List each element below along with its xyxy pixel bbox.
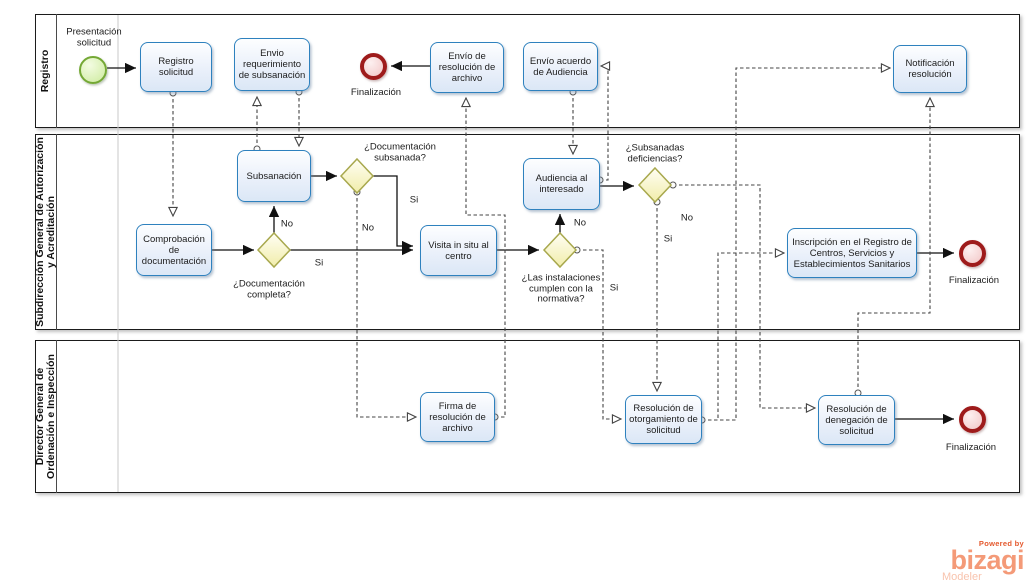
task-subsanacion[interactable]: Subsanación [237, 150, 311, 202]
lane-label-subdireccion: Subdirección General de Autorización y A… [34, 134, 57, 330]
start-event-label: Presentación solicitud [66, 26, 122, 48]
gateway-label-documentacion-completa: ¿Documentación completa? [233, 278, 305, 300]
msg-denegacion-to-notificacion [857, 98, 930, 393]
edge-label-completa-no: No [280, 218, 294, 230]
task-comprobacion-documentacion[interactable]: Comprobación de documentación [136, 224, 212, 276]
edge-label-subsanada-no: No [361, 222, 375, 234]
gateway-instalaciones-normativa[interactable] [542, 231, 578, 269]
task-visita-in-situ[interactable]: Visita in situ al centro [420, 225, 497, 276]
edge-label-completa-si: Si [314, 257, 324, 269]
task-envio-acuerdo-audiencia[interactable]: Envío acuerdo de Audiencia [523, 42, 598, 91]
msg-otorgamiento-to-notificacion [702, 68, 890, 421]
task-envio-requerimiento-subsanacion[interactable]: Envio requerimiento de subsanación [234, 38, 310, 91]
gateway-documentacion-subsanada[interactable] [339, 157, 375, 195]
end-event-inscripcion[interactable] [959, 240, 986, 267]
msg-gw-instalaciones-si-to-otorgamiento [577, 249, 621, 419]
gateway-documentacion-completa[interactable] [256, 231, 292, 269]
msg-otorgamiento-to-inscripcion [702, 253, 784, 421]
task-resolucion-otorgamiento[interactable]: Resolución de otorgamiento de solicitud [625, 395, 702, 444]
flow-gw-subsanada-si-to-visita [373, 175, 413, 252]
edge-label-instalaciones-si: Si [609, 282, 619, 294]
task-envio-resolucion-archivo[interactable]: Envío de resolución de archivo [430, 42, 504, 93]
edge-label-subsanadas-si: Si [663, 233, 673, 245]
end-event-denegacion[interactable] [959, 406, 986, 433]
msg-audiencia-to-acuerdo [600, 66, 608, 181]
end-event-registro[interactable] [360, 53, 387, 80]
start-event-presentacion-solicitud[interactable] [79, 56, 107, 84]
edge-label-subsanada-si: Si [409, 194, 419, 206]
task-resolucion-denegacion[interactable]: Resolución de denegación de solicitud [818, 395, 895, 445]
gateway-label-subsanadas-deficiencias: ¿Subsanadas deficiencias? [625, 142, 685, 164]
logo-powered-by-text: Powered by [978, 539, 1024, 548]
msg-firma-to-envio-archivo [466, 98, 506, 418]
task-inscripcion-registro[interactable]: Inscripción en el Registro de Centros, S… [787, 228, 917, 278]
msg-gw-subsanada-no-to-firma [356, 192, 416, 417]
task-registro-solicitud[interactable]: Registro solicitud [140, 42, 212, 92]
msg-gw-subsanadas-no-to-denegacion [673, 184, 815, 408]
bizagi-logo: Powered by bizagi Modeler [932, 539, 1025, 583]
task-firma-resolucion-archivo[interactable]: Firma de resolución de archivo [420, 392, 495, 442]
gateway-label-instalaciones-normativa: ¿Las instalaciones cumplen con la normat… [521, 272, 601, 305]
logo-product-text: Modeler [942, 571, 982, 583]
task-notificacion-resolucion[interactable]: Notificación resolución [893, 45, 967, 93]
end-event-label-registro: Finalización [350, 86, 402, 98]
edge-label-subsanadas-no: No [680, 212, 694, 224]
edge-label-instalaciones-no: No [573, 217, 587, 229]
end-event-label-inscripcion: Finalización [948, 274, 1000, 286]
task-audiencia-interesado[interactable]: Audiencia al interesado [523, 158, 600, 210]
lane-label-director: Director General de Ordenación e Inspecc… [34, 340, 57, 493]
gateway-subsanadas-deficiencias[interactable] [637, 166, 673, 204]
gateway-label-documentacion-subsanada: ¿Documentación subsanada? [364, 141, 436, 163]
logo-brand-text: bizagi [950, 545, 1024, 575]
end-event-label-denegacion: Finalización [945, 441, 997, 453]
